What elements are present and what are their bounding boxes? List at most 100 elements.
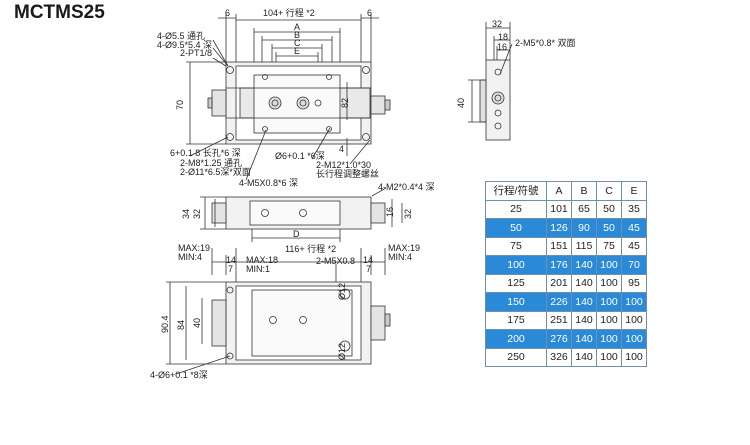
dim-top-length: 104+ 行程 *2 xyxy=(263,8,315,18)
table-cell: 115 xyxy=(571,236,597,256)
note-m8-tap: 2-M8*1.25 通孔 xyxy=(180,158,243,168)
bottom-dim-7-right: 7 xyxy=(366,264,372,274)
table-cell: 65 xyxy=(571,199,597,219)
top-view xyxy=(186,14,391,181)
table-cell: 100 xyxy=(596,329,622,349)
table-cell: 140 xyxy=(571,255,597,275)
table-cell: 100 xyxy=(621,292,647,312)
note-port: 2-PT1/8 xyxy=(180,48,213,58)
spec-header: B xyxy=(571,181,597,201)
table-cell: 25 xyxy=(485,199,547,219)
model-title: MCTMS25 xyxy=(14,2,105,23)
table-cell: 175 xyxy=(485,310,547,330)
side-note-m2: 4-M2*0.4*4 深 xyxy=(378,182,435,192)
table-cell: 125 xyxy=(485,273,547,293)
side-dim-D: D xyxy=(293,229,300,239)
dim-C: C xyxy=(294,38,301,48)
table-cell: 50 xyxy=(596,218,622,238)
note-slot-top: 6+0.1 8 长孔*6 深 xyxy=(170,148,241,158)
dim-A: A xyxy=(294,22,301,32)
bottom-dim-phi12-top: Ø12 xyxy=(337,282,347,300)
table-cell: 50 xyxy=(596,199,622,219)
note-through-hole: 4-Ø5.5 通孔 xyxy=(157,31,206,41)
table-cell: 50 xyxy=(485,218,547,238)
bottom-dim-7-left: 7 xyxy=(228,264,234,274)
table-cell: 35 xyxy=(621,199,647,219)
table-cell: 45 xyxy=(621,218,647,238)
bottom-note-slot: 4-Ø6+0.1 *8深 xyxy=(150,370,208,380)
note-m5-tap: 4-M5X0.8*6 深 xyxy=(239,178,299,188)
table-cell: 100 xyxy=(596,292,622,312)
table-cell: 140 xyxy=(571,310,597,330)
bottom-dim-84: 84 xyxy=(176,319,186,330)
table-cell: 226 xyxy=(546,292,572,312)
end-dim-18: 18 xyxy=(498,32,509,42)
table-cell: 201 xyxy=(546,273,572,293)
bottom-max19-left: MAX:19 xyxy=(178,243,211,253)
end-dim-32: 32 xyxy=(492,19,503,29)
bottom-dim-90-4: 90.4 xyxy=(160,315,170,333)
end-note-m5: 2-M5*0.8* 双面 xyxy=(515,38,576,48)
table-cell: 100 xyxy=(596,273,622,293)
table-cell: 90 xyxy=(571,218,597,238)
spec-header: C xyxy=(596,181,622,201)
table-cell: 140 xyxy=(571,329,597,349)
dim-4: 4 xyxy=(339,144,345,154)
spec-header-row: 行程/符號 A B C E xyxy=(485,181,647,201)
dim-6-right: 6 xyxy=(367,8,373,18)
note-pin-hole: Ø6+0.1 *6深 xyxy=(275,151,325,161)
table-cell: 276 xyxy=(546,329,572,349)
table-cell: 75 xyxy=(485,236,547,256)
side-view xyxy=(200,187,403,242)
table-cell: 151 xyxy=(546,236,572,256)
side-dim-32: 32 xyxy=(192,208,202,219)
table-cell: 101 xyxy=(546,199,572,219)
table-cell: 75 xyxy=(596,236,622,256)
table-cell: 176 xyxy=(546,255,572,275)
spec-header: 行程/符號 xyxy=(485,181,547,201)
bottom-dim-length: 116+ 行程 *2 xyxy=(285,244,337,254)
table-cell: 100 xyxy=(596,255,622,275)
dim-6-left: 6 xyxy=(225,8,231,18)
table-cell: 140 xyxy=(571,273,597,293)
bottom-dim-phi12-bottom: Ø12 xyxy=(337,342,347,360)
bottom-min1: MIN:1 xyxy=(246,264,271,274)
table-cell: 150 xyxy=(485,292,547,312)
table-cell: 140 xyxy=(571,292,597,312)
bottom-min4-left: MIN:4 xyxy=(178,252,203,262)
table-cell: 140 xyxy=(571,347,597,367)
bottom-min4-right: MIN:4 xyxy=(388,252,413,262)
table-cell: 126 xyxy=(546,218,572,238)
table-cell: 100 xyxy=(596,310,622,330)
table-cell: 95 xyxy=(621,273,647,293)
bottom-dim-14-right: 14 xyxy=(363,255,374,265)
table-cell: 45 xyxy=(621,236,647,256)
side-dim-16: 16 xyxy=(385,206,395,217)
table-cell: 100 xyxy=(621,347,647,367)
end-dim-40: 40 xyxy=(456,97,466,108)
table-cell: 251 xyxy=(546,310,572,330)
note-m8-counterbore: 2-Ø11*6.5深*双面 xyxy=(180,167,251,177)
spec-header: A xyxy=(546,181,572,201)
table-cell: 250 xyxy=(485,347,547,367)
dim-B: B xyxy=(294,30,301,40)
bottom-view xyxy=(166,248,391,375)
dim-E: E xyxy=(294,46,301,56)
bottom-note-m5: 2-M5X0.8 xyxy=(316,256,356,266)
note-counterbore: 4-Ø9.5*5.4 深 xyxy=(157,40,213,50)
end-dim-16: 16 xyxy=(497,42,508,52)
table-cell: 200 xyxy=(485,329,547,349)
table-cell: 70 xyxy=(621,255,647,275)
bottom-max18: MAX:18 xyxy=(246,255,279,265)
table-cell: 100 xyxy=(621,329,647,349)
table-cell: 100 xyxy=(485,255,547,275)
table-cell: 100 xyxy=(596,347,622,367)
